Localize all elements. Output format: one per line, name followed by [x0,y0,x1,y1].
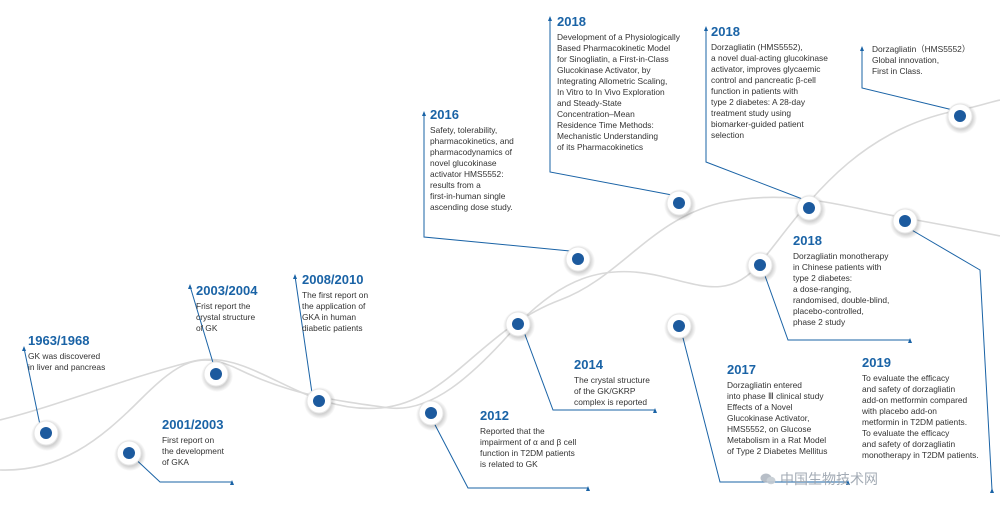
milestone-year: 2016 [430,107,459,122]
connector-arrow [990,488,994,493]
milestone-year: 2014 [574,357,603,372]
milestone-year: 2008/2010 [302,272,364,287]
milestone-text: First report on the development of GKA [162,435,224,467]
timeline-node [114,439,146,471]
timeline-node [794,194,826,226]
milestone-year: 2003/2004 [196,283,258,298]
milestone-year: 1963/1968 [28,333,90,348]
connector-line [432,420,588,489]
milestone-year: 2018 [557,14,586,29]
timeline-node [664,189,696,221]
wechat-icon [760,473,776,485]
milestone-year: 2012 [480,408,509,423]
milestone-text: Development of a Physiologically Based P… [557,32,680,152]
timeline-node [563,245,595,277]
connector-arrow [704,26,708,31]
timeline-nodes [31,102,977,471]
connector-arrow [860,46,864,51]
milestone-text: The crystal structure of the GK/GKRP com… [574,375,650,407]
connector-arrow [586,486,590,491]
milestone-text: Dorzagliatin entered into phase Ⅲ clinic… [727,380,828,456]
connector-line [523,331,655,411]
connector-line [909,228,993,491]
connector-arrow [422,111,426,116]
milestone-text: Dorzagliatin (HMS5552), a novel dual-act… [711,42,828,140]
connector-arrow [653,408,657,413]
connector-line [189,285,215,367]
milestone-text: Dorzagliatin monotherapy in Chinese pati… [793,251,890,327]
connector-arrow [908,338,912,343]
watermark-text: 中国生物技术网 [780,472,878,488]
milestone-text: Frist report the crystal structure of GK [196,301,256,333]
milestone: Dorzagliatin（HMS5552） Global innovation,… [872,44,997,77]
connector-lines [22,16,994,493]
timeline-node [416,399,448,431]
milestone-text: The first report on the application of G… [302,290,369,333]
timeline-node [304,387,336,419]
watermark: 中国生物技术网 [760,469,878,489]
timeline-node [31,419,63,451]
connector-arrow [846,480,850,485]
milestone-text: Dorzagliatin（HMS5552） Global innovation,… [872,44,971,76]
connector-line [681,333,848,483]
milestone-text: Reported that the impairment of α and β … [480,426,577,469]
timeline-node [890,207,922,239]
milestone-year: 2019 [862,355,891,370]
connector-line [705,28,806,201]
timeline-node [503,310,535,342]
milestone: 1963/1968 GK was discovered in liver and … [28,333,138,373]
timeline-node [664,312,696,344]
milestone-year: 2001/2003 [162,417,224,432]
milestone-year: 2018 [711,24,740,39]
connector-line [549,18,673,196]
milestone: 2019 To evaluate the efficacy and safety … [862,355,997,461]
connector-arrow [22,346,26,351]
connector-line [763,272,910,341]
connector-line [23,347,41,426]
connector-line [861,48,954,111]
timeline-node [201,360,233,392]
milestone-year: 2017 [727,362,756,377]
timeline-node [945,102,977,134]
milestone-text: To evaluate the efficacy and safety of d… [862,373,979,460]
milestone-text: GK was discovered in liver and pancreas [28,351,106,372]
milestone-year: 2018 [793,233,822,248]
connector-arrow [188,284,192,289]
timeline-node [745,251,777,283]
connector-line [423,113,571,252]
milestone-text: Safety, tolerability, pharmacokinetics, … [430,125,514,212]
connector-arrow [293,274,297,279]
connector-arrow [230,480,234,485]
connector-arrow [548,16,552,21]
connector-line [294,275,313,394]
